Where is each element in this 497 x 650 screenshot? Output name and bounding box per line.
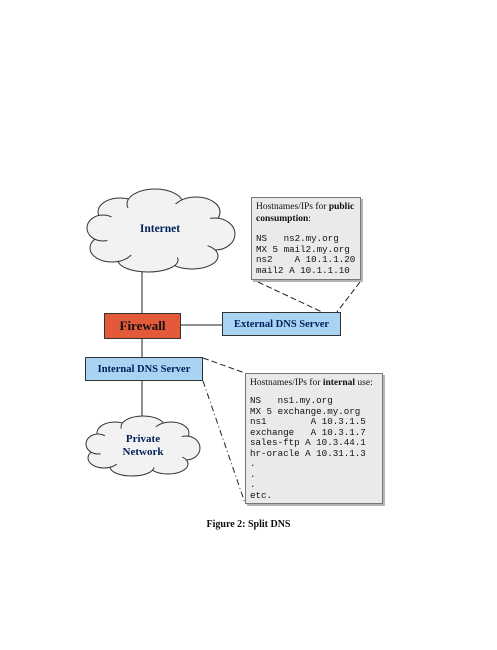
public-records-callout: Hostnames/IPs for public consumption: NS… [251,197,361,280]
internet-label: Internet [139,223,181,235]
dns-record: . [250,458,256,469]
private-network-label: Private Network [103,433,183,459]
figure-caption: Figure 2: Split DNS [206,519,291,530]
internal-callout-leader [202,357,246,374]
internal-heading-suffix: use: [355,378,373,388]
private-network-cloud-fill [98,426,188,468]
public-heading-prefix: Hostnames/IPs for [256,202,329,212]
public-callout-leader [257,281,323,313]
internet-cloud-fill [104,203,216,259]
public-heading-bold: public consumption [256,202,355,224]
dns-record: MX 5 exchange.my.org [250,405,361,417]
dns-record: ns2 A 10.1.1.20 [256,254,356,265]
internal-records-callout: Hostnames/IPs for internal use: NS ns1.m… [245,373,383,504]
internal-callout-leader [202,380,246,504]
dns-record: NS ns1.my.org [250,395,333,406]
dns-record: sales-ftp A 10.3.44.1 [250,437,366,448]
firewall-box: Firewall [104,313,181,339]
dns-record: hr-oracle A 10.31.1.3 [250,447,366,459]
internal-callout-heading: Hostnames/IPs for internal use: [250,377,378,389]
public-callout-heading: Hostnames/IPs for public consumption: [256,201,356,225]
internal-heading-bold: internal [322,378,356,388]
dns-record: . [250,468,256,480]
private-network-label-line1: Private [125,433,161,445]
internal-heading-prefix: Hostnames/IPs for [250,378,323,388]
external-dns-server-box: External DNS Server [222,312,341,336]
public-heading-suffix: : [308,214,311,224]
internal-dns-server-box: Internal DNS Server [85,357,203,381]
dns-record: NS ns2.my.org [256,233,339,244]
dns-record: MX 5 mail2.my.org [256,243,350,255]
dns-record: . [250,479,256,490]
dns-record: ns1 A 10.3.1.5 [250,416,366,427]
private-network-label-line2: Network [122,446,164,458]
public-callout-leader [336,281,361,313]
dns-record: etc. [250,489,273,501]
dns-record: mail2 A 10.1.1.10 [256,264,350,276]
dns-record: exchange A 10.3.1.7 [250,426,366,438]
